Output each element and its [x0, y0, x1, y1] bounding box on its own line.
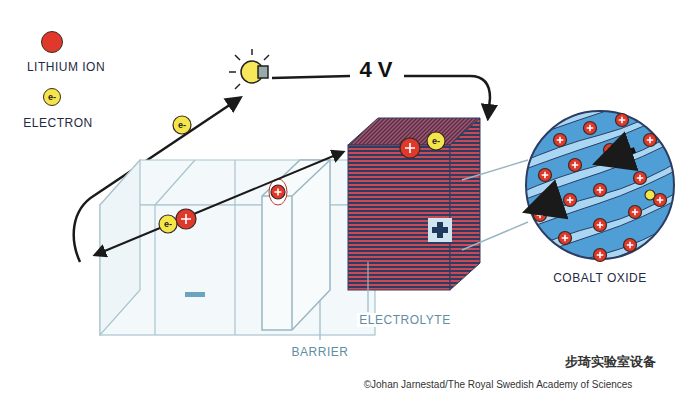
lithium-ion — [616, 114, 629, 127]
lithium-ion — [584, 122, 597, 135]
oxide-layer — [515, 65, 690, 143]
electron — [159, 215, 177, 233]
electron-symbol: e- — [48, 92, 56, 102]
electron — [645, 190, 655, 200]
oxide-layer — [515, 215, 690, 293]
lithium-ion — [539, 169, 552, 182]
oxide-layer — [515, 125, 690, 203]
lithium-ion — [400, 138, 420, 158]
voltage-label: 4 V — [359, 57, 392, 83]
plus-mark — [567, 197, 574, 204]
plus-mark — [405, 143, 415, 153]
zoom-callout: COBALT OXIDE — [525, 108, 675, 288]
legend-label: LITHIUM ION — [27, 60, 105, 74]
plus-mark — [647, 137, 654, 144]
ion-swatch — [41, 31, 63, 53]
lithium-ion — [594, 249, 607, 262]
plus-mark — [637, 175, 644, 182]
ion-path — [95, 152, 343, 255]
watermark: 步琦实验室设备 — [565, 353, 656, 371]
part-label: ELECTROLYTE — [357, 313, 452, 327]
plus-mark — [627, 242, 634, 249]
electron — [173, 116, 191, 134]
electron-symbol: e- — [432, 136, 440, 146]
plus-mark — [181, 214, 191, 224]
lithium-ion — [569, 159, 582, 172]
plus-mark — [572, 162, 579, 169]
lithium-ion — [594, 219, 607, 232]
plus-mark — [632, 209, 639, 216]
lithium-ion — [629, 206, 642, 219]
lithium-ion — [624, 239, 637, 252]
plus-mark — [597, 187, 604, 194]
lithium-ion — [594, 184, 607, 197]
part-label: BARRIER — [290, 345, 351, 359]
plus-mark — [597, 222, 604, 229]
leader-line — [367, 262, 368, 312]
light-bulb — [229, 49, 269, 89]
wire — [272, 76, 350, 78]
copyright: ©Johan Jarnestad/The Royal Swedish Acade… — [364, 379, 633, 390]
plus-mark — [657, 197, 664, 204]
minus-sign — [185, 292, 205, 297]
electron-symbol: e- — [178, 120, 186, 130]
plus-mark — [587, 125, 594, 132]
plus-mark — [557, 137, 564, 144]
lithium-ion — [634, 172, 647, 185]
cobalt-oxide-zoom — [515, 65, 690, 293]
electron — [427, 132, 445, 150]
plus-mark — [275, 189, 282, 196]
plus-mark — [542, 172, 549, 179]
plus-mark — [537, 212, 544, 219]
leader-line — [319, 300, 320, 340]
legend-label: ELECTRON — [23, 116, 92, 130]
lithium-ion — [564, 194, 577, 207]
plus-mark — [562, 235, 569, 242]
lithium-ion — [554, 134, 567, 147]
lithium-ion — [41, 31, 63, 53]
plus-mark — [619, 117, 626, 124]
lithium-ion — [176, 209, 196, 229]
electron-symbol: e- — [164, 219, 172, 229]
wire — [404, 76, 490, 118]
oxide-layer — [515, 95, 690, 173]
callout-label: COBALT OXIDE — [553, 271, 647, 285]
lithium-ion — [559, 232, 572, 245]
lithium-ion — [271, 185, 285, 199]
cell-housing — [100, 160, 375, 335]
plus-mark — [597, 252, 604, 259]
lithium-ion — [644, 134, 657, 147]
plus-mark — [607, 147, 614, 154]
